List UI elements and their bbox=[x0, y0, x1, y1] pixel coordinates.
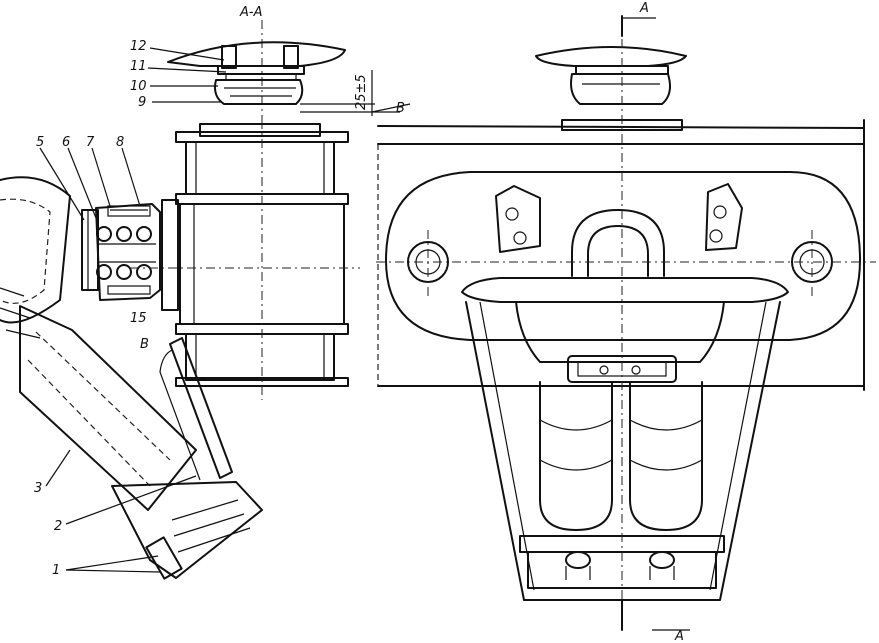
callout-9: 9 bbox=[138, 95, 146, 110]
section-marker-bottom: A bbox=[674, 629, 684, 643]
callout-2: 2 bbox=[54, 519, 62, 534]
callout-8: 8 bbox=[116, 135, 124, 150]
callout-7: 7 bbox=[86, 135, 95, 150]
callout-10: 10 bbox=[130, 79, 147, 94]
callout-11: 11 bbox=[130, 59, 147, 74]
callout-6: 6 bbox=[62, 135, 70, 150]
callout-5: 5 bbox=[36, 135, 44, 150]
section-a-a-view bbox=[147, 20, 411, 120]
point-b-lower: B bbox=[140, 337, 149, 352]
dimension-vertical: 25±5 bbox=[354, 74, 369, 110]
dimension-offset: 15 bbox=[130, 311, 147, 326]
point-b-upper: B bbox=[396, 101, 405, 116]
right-view bbox=[376, 15, 876, 631]
left-view-body bbox=[130, 120, 360, 400]
section-marker-top: A bbox=[639, 1, 649, 16]
angled-arm bbox=[0, 176, 263, 580]
spring-unit bbox=[39, 147, 179, 311]
callout-1: 1 bbox=[52, 563, 60, 578]
callout-3: 3 bbox=[34, 481, 42, 496]
callout-12: 12 bbox=[130, 39, 147, 54]
section-title: A-A bbox=[239, 5, 262, 20]
